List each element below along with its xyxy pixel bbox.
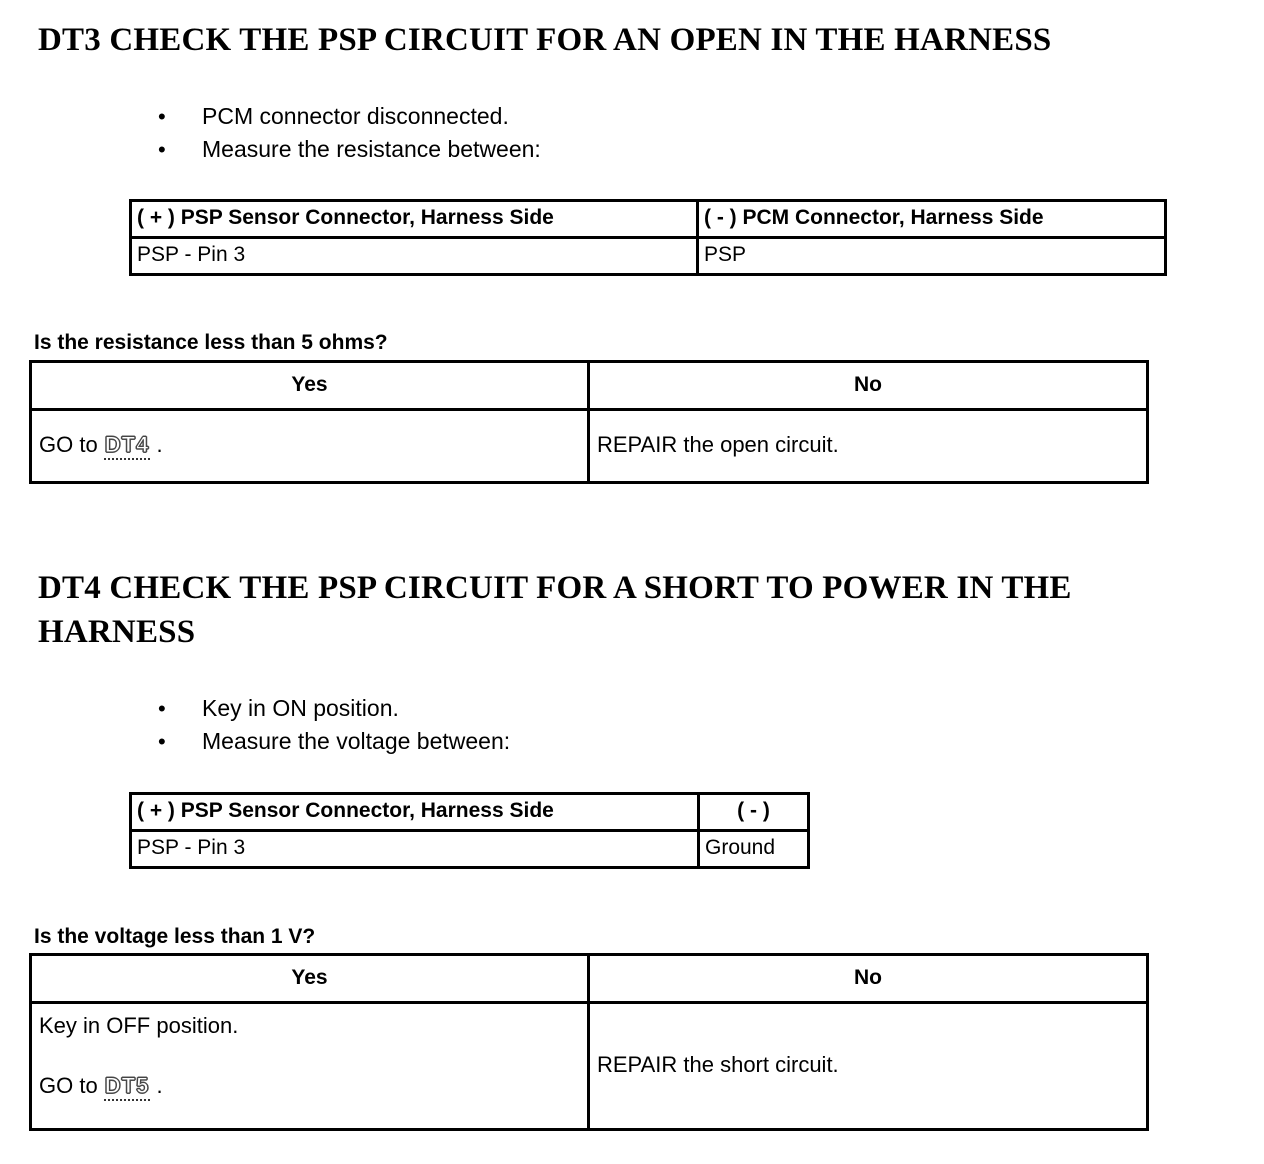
question-label-dt4: Is the voltage less than 1 V?: [34, 925, 316, 948]
table-row: ( + ) PSP Sensor Connector, Harness Side…: [129, 199, 1167, 239]
cross-reference-link-dt4[interactable]: DT4: [103, 432, 151, 460]
bullet-icon: •: [158, 137, 166, 162]
goto-suffix-text: .: [150, 432, 163, 457]
measurement-table-dt4: ( + ) PSP Sensor Connector, Harness Side…: [129, 792, 810, 869]
measure-value-positive: PSP - Pin 3: [129, 236, 699, 276]
decision-header-no: No: [587, 360, 1149, 411]
bullet-icon: •: [158, 696, 166, 721]
decision-header-yes: Yes: [29, 360, 590, 411]
bullet-text: PCM connector disconnected.: [202, 103, 509, 129]
decision-table-dt4: Yes No Key in OFF position. GO to DT5 . …: [29, 953, 1149, 1131]
table-row: PSP - Pin 3 PSP: [129, 236, 1167, 276]
table-row: ( + ) PSP Sensor Connector, Harness Side…: [129, 792, 810, 832]
section-heading-dt3: DT3 CHECK THE PSP CIRCUIT FOR AN OPEN IN…: [38, 22, 1052, 58]
table-row: PSP - Pin 3 Ground: [129, 829, 810, 869]
measure-header-positive: ( + ) PSP Sensor Connector, Harness Side: [129, 199, 699, 239]
measurement-table-dt3: ( + ) PSP Sensor Connector, Harness Side…: [129, 199, 1167, 276]
measure-value-negative: Ground: [697, 829, 810, 869]
decision-cell-yes: GO to DT4 .: [29, 408, 590, 484]
bullet-icon: •: [158, 729, 166, 754]
list-item: • PCM connector disconnected.: [158, 100, 858, 133]
list-item: • Key in ON position.: [158, 692, 858, 725]
goto-suffix-text: .: [150, 1073, 163, 1098]
section-heading-dt4: DT4 CHECK THE PSP CIRCUIT FOR A SHORT TO…: [38, 570, 1081, 650]
bullet-text: Key in ON position.: [202, 695, 399, 721]
decision-cell-no: REPAIR the open circuit.: [587, 408, 1149, 484]
bullet-list-dt4: • Key in ON position. • Measure the volt…: [158, 692, 858, 758]
decision-cell-no: REPAIR the short circuit.: [587, 1001, 1149, 1131]
goto-prefix-text: GO to: [39, 1073, 104, 1098]
bullet-list-dt3: • PCM connector disconnected. • Measure …: [158, 100, 858, 166]
measure-value-negative: PSP: [696, 236, 1167, 276]
spacer: [39, 1041, 581, 1071]
question-label-dt3: Is the resistance less than 5 ohms?: [34, 331, 388, 354]
goto-prefix-text: GO to: [39, 432, 104, 457]
list-item: • Measure the resistance between:: [158, 133, 858, 166]
measure-header-negative: ( - ) PCM Connector, Harness Side: [696, 199, 1167, 239]
table-row: Key in OFF position. GO to DT5 . REPAIR …: [29, 1001, 1149, 1131]
measure-value-positive: PSP - Pin 3: [129, 829, 700, 869]
key-off-instruction: Key in OFF position.: [39, 1013, 239, 1038]
bullet-icon: •: [158, 104, 166, 129]
table-row: Yes No: [29, 360, 1149, 411]
cross-reference-link-dt5[interactable]: DT5: [103, 1073, 151, 1101]
decision-header-no: No: [587, 953, 1149, 1004]
list-item: • Measure the voltage between:: [158, 725, 858, 758]
table-row: Yes No: [29, 953, 1149, 1004]
bullet-text: Measure the voltage between:: [202, 728, 511, 754]
decision-table-dt3: Yes No GO to DT4 . REPAIR the open circu…: [29, 360, 1149, 484]
decision-cell-yes: Key in OFF position. GO to DT5 .: [29, 1001, 590, 1131]
decision-header-yes: Yes: [29, 953, 590, 1004]
measure-header-negative: ( - ): [697, 792, 810, 832]
bullet-text: Measure the resistance between:: [202, 136, 541, 162]
table-row: GO to DT4 . REPAIR the open circuit.: [29, 408, 1149, 484]
measure-header-positive: ( + ) PSP Sensor Connector, Harness Side: [129, 792, 700, 832]
